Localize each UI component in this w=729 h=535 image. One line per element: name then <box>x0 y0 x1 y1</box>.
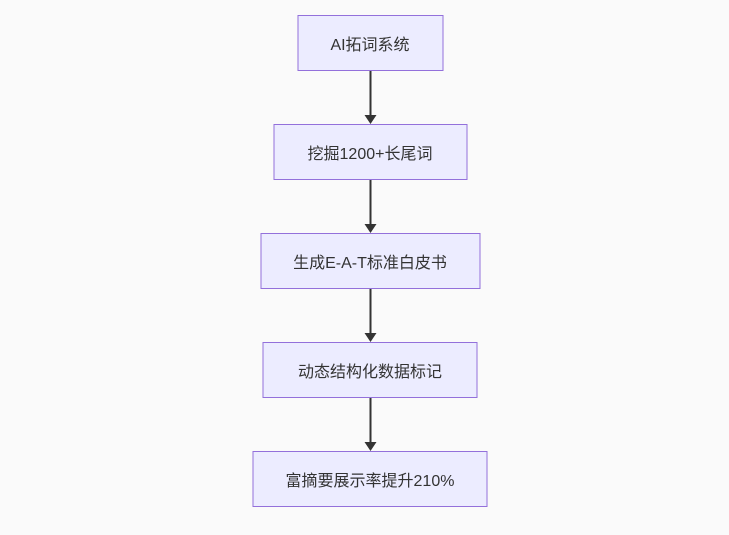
flow-node-rich-snippet-rate: 富摘要展示率提升210% <box>252 451 488 507</box>
flow-node-label: 动态结构化数据标记 <box>297 364 442 381</box>
flow-node-label: AI拓词系统 <box>330 37 410 54</box>
flow-node-label: 挖掘1200+长尾词 <box>307 146 433 163</box>
arrow-line <box>369 71 371 115</box>
arrow-line <box>369 289 371 333</box>
edge-arrow-1 <box>364 71 376 124</box>
flow-node-structured-data-markup: 动态结构化数据标记 <box>262 342 478 398</box>
arrow-line <box>369 180 371 224</box>
flow-node-label: 生成E-A-T标准白皮书 <box>293 255 447 272</box>
arrowhead-down-icon <box>364 442 376 451</box>
arrowhead-down-icon <box>364 224 376 233</box>
edge-arrow-3 <box>364 289 376 342</box>
flowchart: AI拓词系统 挖掘1200+长尾词 生成E-A-T标准白皮书 动态结构化数据标记 <box>252 15 488 507</box>
edge-arrow-2 <box>364 180 376 233</box>
arrowhead-down-icon <box>364 333 376 342</box>
flow-node-label: 富摘要展示率提升210% <box>285 473 455 490</box>
arrow-line <box>369 398 371 442</box>
edge-arrow-4 <box>364 398 376 451</box>
flow-node-ai-keyword-system: AI拓词系统 <box>297 15 443 71</box>
arrowhead-down-icon <box>364 115 376 124</box>
flow-node-eat-whitepaper: 生成E-A-T标准白皮书 <box>260 233 480 289</box>
flow-node-longtail-mining: 挖掘1200+长尾词 <box>273 124 467 180</box>
